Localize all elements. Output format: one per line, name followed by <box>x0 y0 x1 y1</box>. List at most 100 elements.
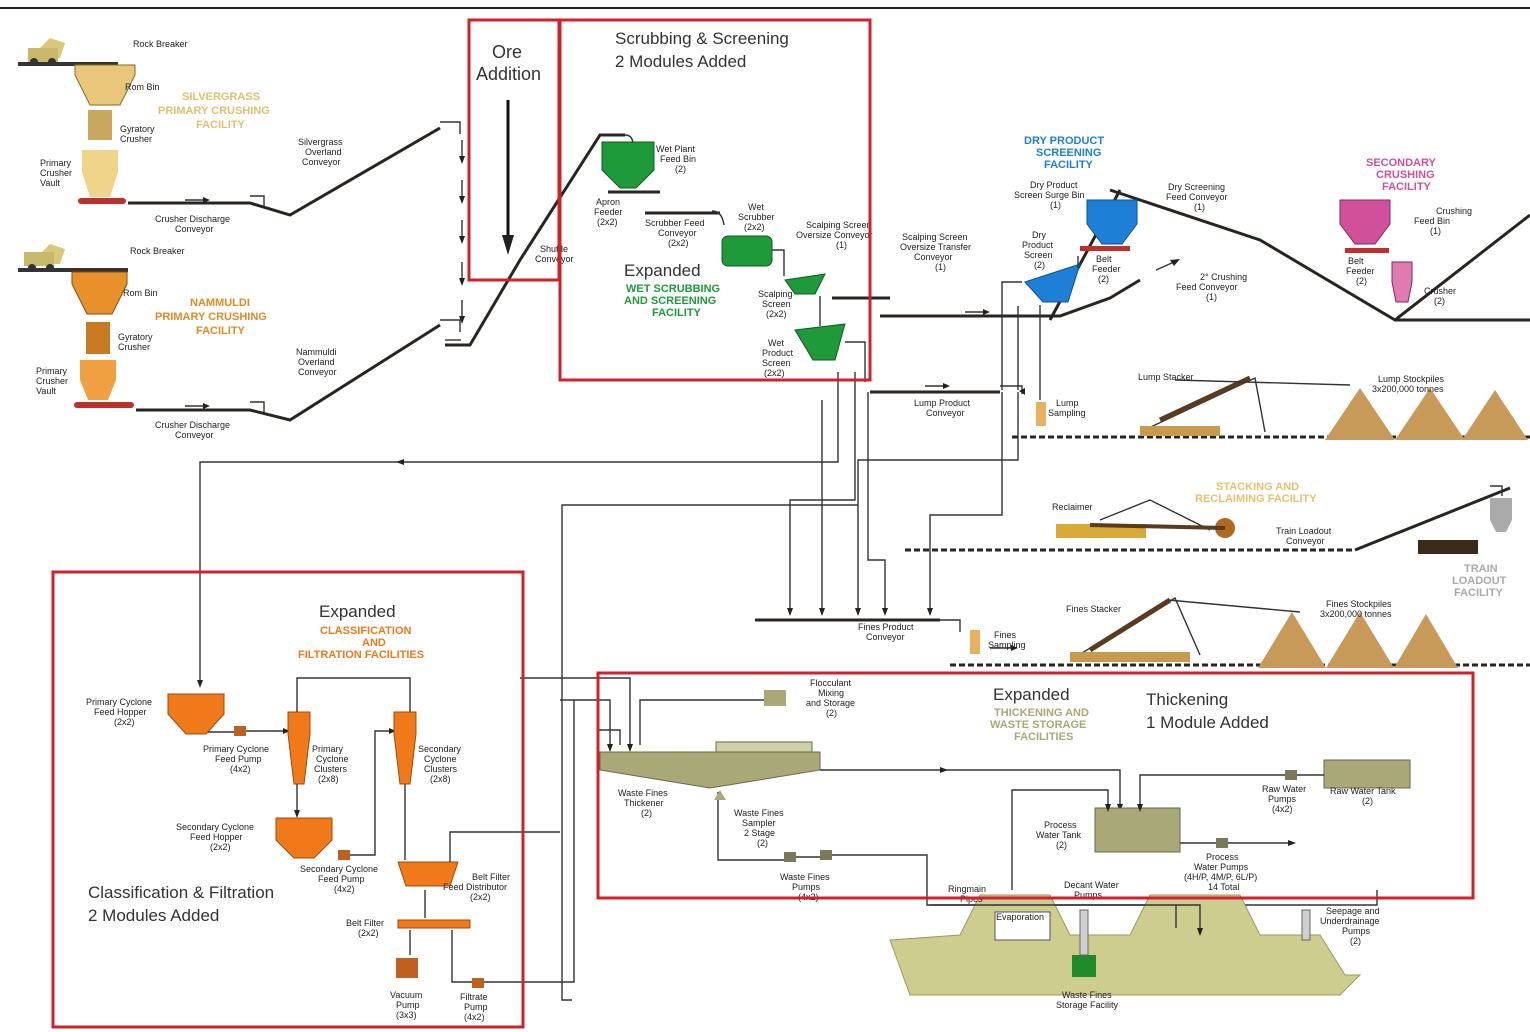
crusher-icon <box>1391 261 1413 303</box>
svg-text:WASTE STORAGE: WASTE STORAGE <box>990 719 1086 731</box>
silvergrass-overland-a: Silvergrass <box>298 137 343 147</box>
belt-filter-distributor-icon <box>397 861 459 887</box>
primary-hopper-b: Feed Hopper <box>94 707 147 717</box>
classification-facility-title: CLASSIFICATION AND FILTRATION FACILITIES <box>298 625 424 661</box>
svg-text:SCREENING: SCREENING <box>1036 147 1101 159</box>
secondary-hopper-icon <box>275 817 333 859</box>
seepage-a: Seepage and <box>1326 906 1380 916</box>
svg-text:FACILITY: FACILITY <box>1044 159 1094 171</box>
belt-filter-b: (2x2) <box>358 928 379 938</box>
wet-facility-title: WET SCRUBBING AND SCREENING FACILITY <box>624 283 720 319</box>
vacuum-pump-icon <box>396 958 418 978</box>
rom-bin-icon <box>74 64 136 106</box>
belt-feeder-1a: Belt <box>1096 254 1112 264</box>
lump-stacking-group <box>1036 375 1528 440</box>
train-loadout-bin-icon <box>1490 498 1512 532</box>
crusher-b: (2) <box>1434 296 1445 306</box>
belt-feeder-1b: Feeder <box>1092 264 1121 274</box>
fines-stockpile-2 <box>1326 612 1394 668</box>
thickener-c: (2) <box>641 808 652 818</box>
flocculant-a: Flocculant <box>810 678 852 688</box>
waste-pump-icon-1 <box>784 852 796 862</box>
belt-filter-a: Belt Filter <box>346 918 384 928</box>
svg-text:FILTRATION FACILITIES: FILTRATION FACILITIES <box>298 649 424 661</box>
storage-a: Waste Fines <box>1062 990 1112 1000</box>
svg-text:FACILITY: FACILITY <box>1454 587 1504 599</box>
svg-text:WET SCRUBBING: WET SCRUBBING <box>626 283 720 295</box>
process-tank-a: Process <box>1044 820 1077 830</box>
vault-label-1a: Primary <box>40 158 71 168</box>
wet-feed-bin-icon <box>601 141 655 189</box>
svg-text:AND SCREENING: AND SCREENING <box>624 295 716 307</box>
svg-text:STACKING AND: STACKING AND <box>1216 481 1299 493</box>
dry-surge-c: (1) <box>1050 200 1061 210</box>
dry-feed-c: (1) <box>1194 202 1205 212</box>
scalping-transfer-d: (1) <box>935 262 946 272</box>
apron-feeder-c: (2x2) <box>597 217 618 227</box>
scrubbing-title-1: Scrubbing & Screening <box>615 29 789 48</box>
wet-feed-bin-c: (2) <box>675 164 686 174</box>
svg-text:DRY PRODUCT: DRY PRODUCT <box>1024 135 1104 147</box>
thickener-a: Waste Fines <box>618 788 668 798</box>
process-water-tank-icon <box>1094 807 1181 853</box>
scalping-oversize-b: Oversize Conveyor <box>796 230 873 240</box>
thickening-facility-title: THICKENING AND WASTE STORAGE FACILITIES <box>990 707 1089 743</box>
ore-addition-arrows <box>459 100 514 324</box>
rom-bin-label-1: Rom Bin <box>125 82 160 92</box>
wet-product-a: Wet <box>768 338 784 348</box>
scalping-screen-icon <box>784 273 826 295</box>
reclaimer-label: Reclaimer <box>1052 502 1093 512</box>
lump-sampler-icon <box>1036 402 1046 426</box>
primary-pump-b: Feed Pump <box>215 754 262 764</box>
flocculant-b: Mixing <box>818 688 844 698</box>
scalping-oversize-c: (1) <box>836 240 847 250</box>
secondary-hopper-a: Secondary Cyclone <box>176 822 254 832</box>
seepage-d: (2) <box>1350 936 1361 946</box>
raw-tank-a: Raw Water Tank <box>1330 786 1396 796</box>
svg-text:FACILITY: FACILITY <box>652 307 702 319</box>
dry-facility-title: DRY PRODUCT SCREENING FACILITY <box>1024 135 1104 171</box>
evaporation-label: Evaporation <box>996 912 1044 922</box>
rom-bin-label-2: Rom Bin <box>123 288 158 298</box>
belt-filter-icon <box>397 919 471 929</box>
secondary-pump-a: Secondary Cyclone <box>300 864 378 874</box>
lump-stockpiles-a: Lump Stockpiles <box>1378 374 1445 384</box>
secondary-hopper-b: Feed Hopper <box>190 832 243 842</box>
scrubbing-expanded-label: Expanded <box>624 261 701 280</box>
svg-text:AND: AND <box>362 637 386 649</box>
nammuldi-facility-title: NAMMULDI PRIMARY CRUSHING FACILITY <box>155 297 267 337</box>
nammuldi-overland-c: Conveyor <box>298 367 337 377</box>
flocculant-c: and Storage <box>806 698 855 708</box>
waste-storage-group <box>889 894 1362 996</box>
lump-stockpile-3 <box>1462 390 1528 440</box>
thickening-box <box>596 671 1475 900</box>
primary-hopper-icon <box>167 693 225 735</box>
fines-product-b: Conveyor <box>866 632 905 642</box>
lump-sampling-a: Lump <box>1056 398 1079 408</box>
secondary-facility-title: SECONDARY CRUSHING FACILITY <box>1366 157 1437 193</box>
ore-addition-title-1: Ore <box>492 42 522 62</box>
gyratory-crusher-icon <box>88 110 112 140</box>
belt-filter-dist-c: (2x2) <box>470 892 491 902</box>
secondary-cyclones-a: Secondary <box>418 744 462 754</box>
scrubbing-box <box>558 18 872 382</box>
thickener-icon <box>599 751 821 789</box>
gyratory-label-1a: Gyratory <box>120 124 155 134</box>
rock-breaker-label-2: Rock Breaker <box>130 246 185 256</box>
silvergrass-facility-title: SILVERGRASS PRIMARY CRUSHING FACILITY <box>158 91 270 131</box>
waste-pumps-b: Pumps <box>792 882 821 892</box>
gyratory-label-2a: Gyratory <box>118 332 153 342</box>
raw-pumps-c: (4x2) <box>1272 804 1293 814</box>
belt-feeder-2a: Belt <box>1348 256 1364 266</box>
silvergrass-overland-b: Overland <box>305 147 342 157</box>
vault-label-1c: Vault <box>40 178 60 188</box>
thickening-expanded-label: Expanded <box>993 685 1070 704</box>
primary-pump-c: (4x2) <box>230 764 251 774</box>
svg-text:NAMMULDI: NAMMULDI <box>190 297 250 309</box>
lump-sampling-b: Sampling <box>1048 408 1086 418</box>
dry-surge-a: Dry Product <box>1030 180 1078 190</box>
wet-product-screen-icon <box>794 323 846 361</box>
thickening-title-2: 1 Module Added <box>1146 713 1269 732</box>
dry-surge-bin-icon <box>1086 199 1138 245</box>
dry-screen-c: Screen <box>1024 250 1053 260</box>
